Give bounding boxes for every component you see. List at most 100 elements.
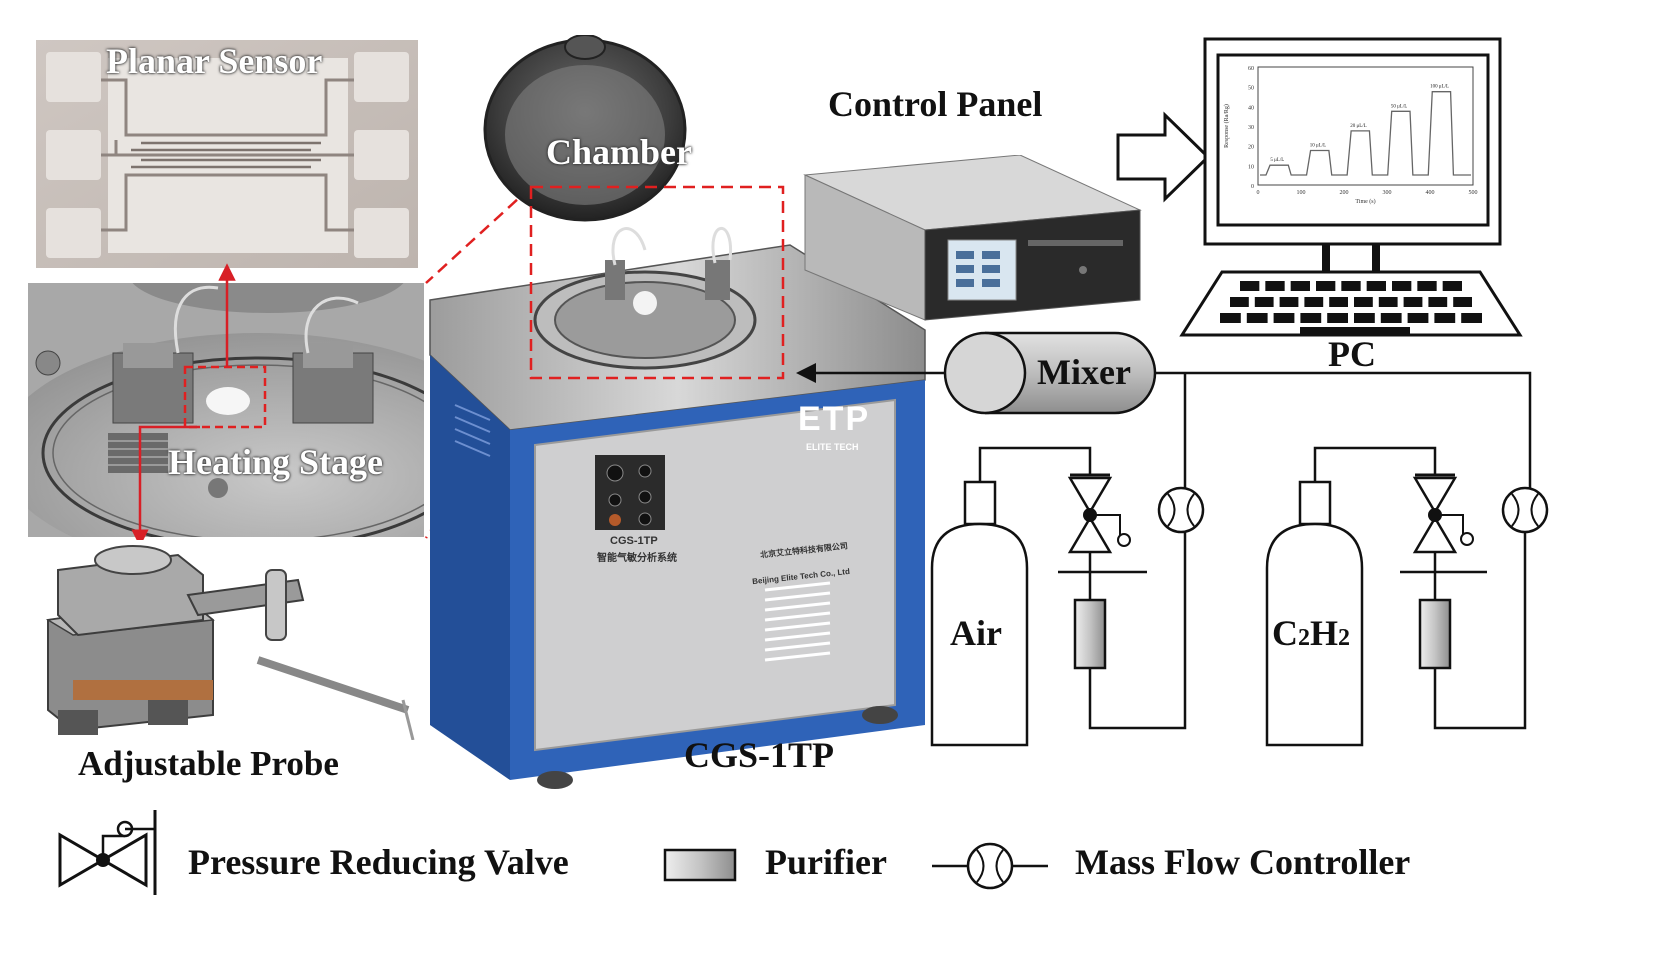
c2h2-sub-1: 2	[1298, 625, 1310, 651]
mixer-label: Mixer	[1037, 352, 1131, 392]
keyboard-key	[1279, 297, 1299, 307]
keyboard-key	[1265, 281, 1285, 291]
plot-ytick: 50	[1248, 86, 1254, 92]
keyboard-key	[1366, 281, 1386, 291]
keyboard-key	[1290, 281, 1310, 291]
c2h2-label: C2H2	[1272, 612, 1350, 654]
plot-ytick: 20	[1248, 145, 1254, 151]
keyboard-key	[1380, 313, 1402, 323]
plot-step-label: 10 μL/L	[1310, 144, 1326, 149]
plot-xtick: 500	[1469, 190, 1478, 196]
legend-mfc-icon	[932, 842, 1048, 890]
adjustable-probe-image	[28, 540, 428, 740]
cabinet-model: CGS-1TP	[610, 535, 658, 547]
plot-xtick: 400	[1426, 190, 1435, 196]
keyboard-key	[1246, 313, 1268, 323]
plot-ytick: 40	[1248, 105, 1254, 111]
plot-step-label: 100 μL/L	[1430, 85, 1449, 90]
keyboard-key	[1407, 313, 1429, 323]
plot-step-label: 50 μL/L	[1391, 104, 1407, 109]
keyboard-key	[1220, 313, 1241, 323]
keyboard-key	[1341, 281, 1361, 291]
chamber-label: Chamber	[546, 132, 692, 172]
keyboard-key	[1434, 313, 1456, 323]
planar-sensor-label: Planar Sensor	[106, 41, 323, 81]
control-panel-label: Control Panel	[828, 84, 1043, 124]
arrow-right-icon	[1116, 111, 1211, 203]
legend-valve-icon	[58, 810, 157, 895]
plot-step-label: 5 μL/L	[1270, 158, 1284, 163]
plot-step-label: 20 μL/L	[1350, 124, 1366, 129]
c2h2-c: C	[1272, 613, 1298, 653]
legend-purifier-icon	[663, 848, 737, 882]
keyboard-key	[1442, 281, 1462, 291]
cabinet-brand-sub: ELITE TECH	[806, 442, 859, 452]
plot-ytick: 60	[1248, 66, 1254, 72]
keyboard-key	[1273, 313, 1295, 323]
adjustable-probe-label: Adjustable Probe	[78, 744, 339, 783]
keyboard-key	[1428, 297, 1448, 307]
keyboard-key	[1453, 297, 1472, 307]
plot-ytick: 0	[1251, 184, 1254, 190]
arrow-to-probe	[131, 425, 200, 547]
pc-label: PC	[1328, 334, 1376, 374]
keyboard-key	[1327, 313, 1348, 323]
air-mass-flow-controller-icon	[1157, 486, 1205, 534]
legend-valve-label: Pressure Reducing Valve	[188, 842, 569, 882]
keyboard-key	[1461, 313, 1482, 323]
keyboard-key	[1300, 313, 1322, 323]
c2h2-sub-2: 2	[1338, 625, 1351, 651]
plot-xtick: 300	[1383, 190, 1392, 196]
heating-stage-image	[28, 283, 424, 537]
c2h2-mass-flow-controller-icon	[1501, 486, 1549, 534]
adjustable-probe-photo	[28, 540, 428, 740]
keyboard-key	[1417, 281, 1437, 291]
pc-image	[1116, 37, 1523, 337]
keyboard-key	[1254, 297, 1274, 307]
control-panel-image	[803, 155, 1142, 321]
chamber-highlight-box	[529, 185, 785, 380]
c2h2-pressure-valve-icon	[1400, 473, 1487, 600]
air-label: Air	[950, 613, 1002, 653]
plot-ytick: 10	[1248, 164, 1254, 170]
mixer-cylinder	[943, 331, 1157, 415]
keyboard-key	[1316, 281, 1336, 291]
keyboard-spacebar	[1300, 327, 1410, 335]
c2h2-purifier	[1418, 598, 1452, 670]
plot-xlabel: Time (s)	[1355, 198, 1375, 205]
c2h2-h: H	[1310, 613, 1339, 653]
keyboard-key	[1392, 281, 1412, 291]
keyboard-key	[1329, 297, 1348, 307]
plot-xtick: 0	[1257, 190, 1260, 196]
keyboard-key	[1240, 281, 1260, 291]
legend-purifier-label: Purifier	[765, 842, 887, 882]
cabinet-model-cn: 智能气敏分析系统	[597, 553, 677, 564]
cabinet-brand: ETP	[798, 400, 871, 438]
plot-response-curve	[1260, 91, 1471, 176]
heating-stage-label: Heating Stage	[168, 442, 383, 482]
planar-sensor-photo	[36, 40, 418, 268]
planar-sensor-image	[36, 40, 418, 268]
plot-frame	[1257, 66, 1474, 186]
sensor-highlight-box	[183, 365, 267, 429]
heating-stage-photo	[28, 283, 424, 537]
keyboard-key	[1230, 297, 1249, 307]
air-purifier	[1073, 598, 1107, 670]
plot-ytick: 30	[1248, 125, 1254, 131]
keyboard-keys	[1220, 281, 1482, 335]
instrument-label: CGS-1TP	[684, 735, 835, 775]
plot-xtick: 100	[1297, 190, 1306, 196]
plot-ylabel: Response (Ra/Rg)	[1223, 104, 1230, 148]
plot-xtick: 200	[1340, 190, 1349, 196]
legend-mfc-label: Mass Flow Controller	[1075, 842, 1411, 882]
keyboard-key	[1304, 297, 1324, 307]
cgs-instrument-image	[429, 35, 926, 789]
air-pressure-valve-icon	[1058, 473, 1147, 600]
air-branch	[930, 446, 1205, 747]
keyboard-key	[1403, 297, 1423, 307]
keyboard-key	[1354, 297, 1373, 307]
